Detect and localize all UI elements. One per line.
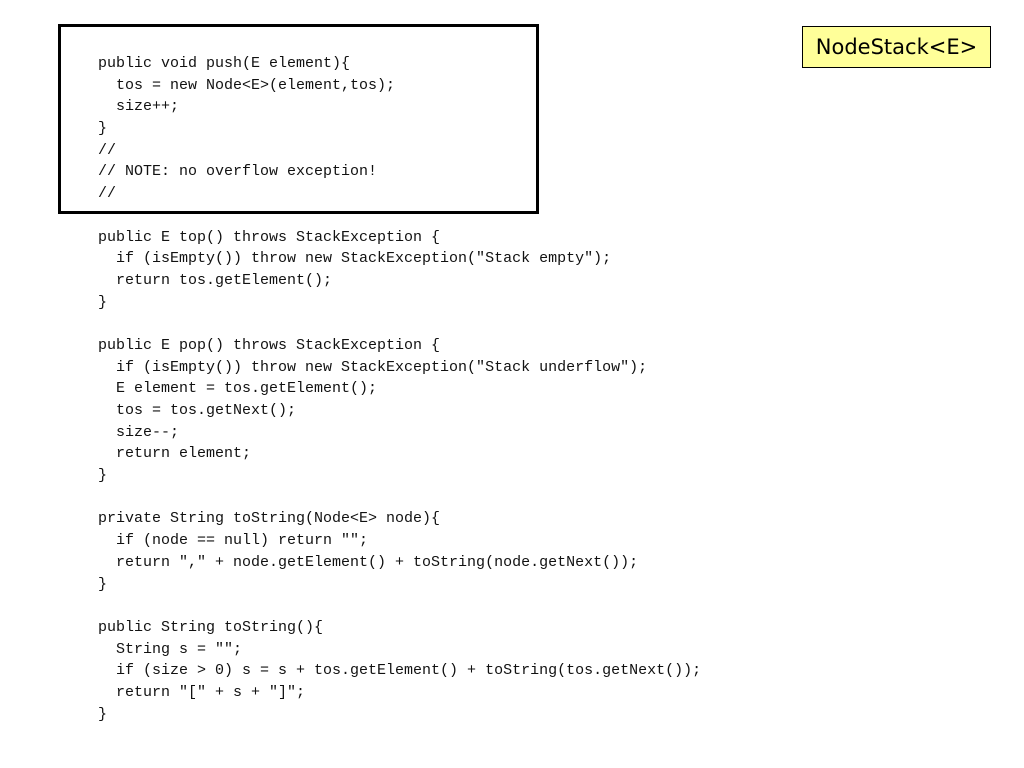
code-line: return "[" + s + "]"; <box>98 683 306 701</box>
code-line: } <box>98 293 108 311</box>
code-line: public E top() throws StackException { <box>98 228 441 246</box>
code-line <box>98 595 701 617</box>
code-line: // <box>98 141 117 159</box>
code-line <box>98 205 701 227</box>
code-line: tos = new Node<E>(element,tos); <box>98 76 396 94</box>
code-line: return tos.getElement(); <box>98 271 333 289</box>
code-line: } <box>98 120 108 138</box>
code-line: return element; <box>98 445 252 463</box>
push-method-highlight-box <box>58 24 539 214</box>
code-line: if (isEmpty()) throw new StackException(… <box>98 358 648 376</box>
code-line: // NOTE: no overflow exception! <box>98 163 378 181</box>
slide-title: NodeStack<E> <box>802 26 991 68</box>
code-line: return "," + node.getElement() + toStrin… <box>98 553 639 571</box>
code-line: // <box>98 185 117 203</box>
code-line: private String toString(Node<E> node){ <box>98 510 441 528</box>
code-line: String s = ""; <box>98 640 243 658</box>
code-line: tos = tos.getNext(); <box>98 402 297 419</box>
code-line: if (node == null) return ""; <box>98 532 369 550</box>
code-line <box>98 313 701 335</box>
code-line: } <box>98 705 108 723</box>
code-line: public E pop() throws StackException { <box>98 336 441 354</box>
code-line: } <box>98 467 108 485</box>
code-line <box>98 487 701 509</box>
code-line: if (isEmpty()) throw new StackException(… <box>98 250 612 268</box>
code-line: size++; <box>98 98 180 116</box>
code-line: if (size > 0) s = s + tos.getElement() +… <box>98 662 702 680</box>
code-line: } <box>98 575 108 593</box>
code-line: public String toString(){ <box>98 618 324 636</box>
code-line: E element = tos.getElement(); <box>98 380 378 398</box>
code-line: size--; <box>98 423 180 441</box>
code-line: public void push(E element){ <box>98 55 351 72</box>
code-block: public void push(E element){ tos = new N… <box>98 53 701 725</box>
